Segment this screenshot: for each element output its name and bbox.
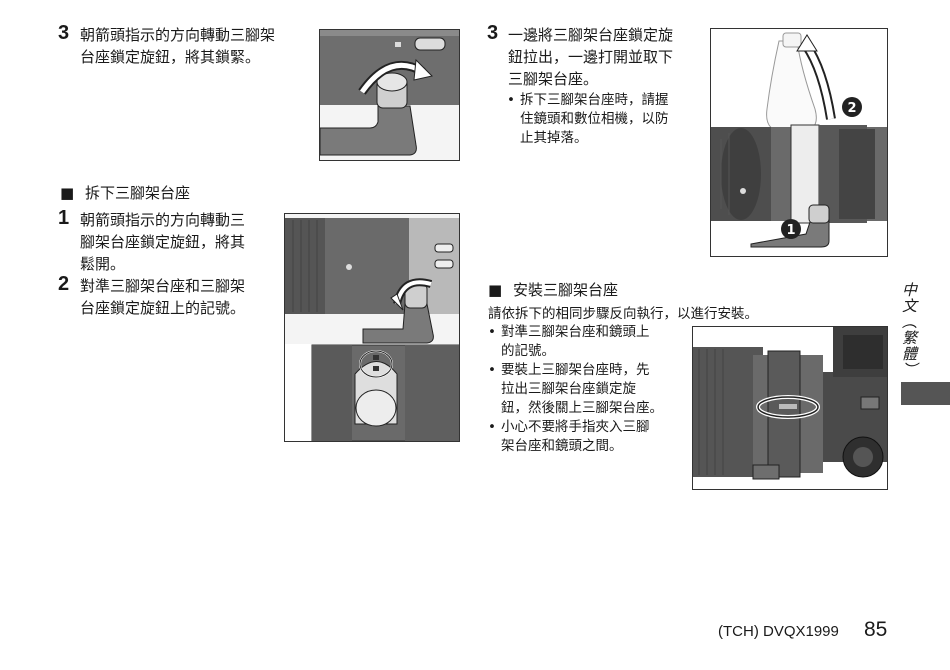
- remove-heading: ■ 拆下三腳架台座: [60, 183, 190, 203]
- svg-text:2: 2: [847, 101, 856, 116]
- step-1-line: 鬆開。: [80, 255, 126, 273]
- bullet-line: 對準三腳架台座和鏡頭上: [501, 324, 650, 340]
- step-3-text: 朝箭頭指示的方向轉動三腳架 台座鎖定旋鈕，將其鎖緊。: [80, 24, 310, 68]
- step-2-number: 2: [58, 273, 70, 295]
- figure-knob-loosen: [284, 213, 460, 442]
- install-intro: 請依拆下的相同步驟反向執行，以進行安裝。: [488, 306, 758, 322]
- step-3b-line: 三腳架台座。: [508, 70, 599, 88]
- bullet-line: 小心不要將手指夾入三腳: [501, 419, 650, 435]
- note-line: 拆下三腳架台座時，請握: [520, 92, 669, 108]
- figure-knob-tighten: [319, 29, 460, 161]
- install-heading: ■ 安裝三腳架台座: [488, 280, 618, 300]
- step-3b-note: • 拆下三腳架台座時，請握 住鏡頭和數位相機，以防 止其掉落。: [507, 91, 697, 148]
- step-2-line: 台座鎖定旋鈕上的記號。: [80, 299, 246, 317]
- install-heading-text: 安裝三腳架台座: [512, 281, 618, 299]
- step-3b-line: 鈕拉出，一邊打開並取下: [508, 48, 674, 66]
- footer-code: (TCH) DVQX1999: [718, 623, 839, 640]
- figure-remove-mount: 2 1: [710, 28, 888, 257]
- bullet-line: 要裝上三腳架台座時，先: [501, 362, 650, 378]
- bullet-line: 鈕，然後關上三腳架台座。: [501, 400, 663, 416]
- install-bullet: • 小心不要將手指夾入三腳 架台座和鏡頭之間。: [488, 418, 683, 456]
- note-line: 住鏡頭和數位相機，以防: [520, 111, 669, 127]
- step-2-text: 對準三腳架台座和三腳架 台座鎖定旋鈕上的記號。: [80, 275, 280, 319]
- svg-text:1: 1: [786, 223, 795, 238]
- step-1-line: 腳架台座鎖定旋鈕，將其: [80, 233, 246, 251]
- bullet-icon: •: [488, 419, 496, 435]
- install-bullet: • 要裝上三腳架台座時，先 拉出三腳架台座鎖定旋 鈕，然後關上三腳架台座。: [488, 361, 683, 418]
- bullet-icon: •: [507, 92, 515, 108]
- step-3-number: 3: [58, 22, 70, 44]
- square-icon: ■: [60, 184, 75, 202]
- step-3b-number: 3: [487, 22, 499, 44]
- side-tab-marker: [901, 382, 950, 405]
- square-icon: ■: [488, 281, 503, 299]
- install-bullet: • 對準三腳架台座和鏡頭上 的記號。: [488, 323, 683, 361]
- step-2-line: 對準三腳架台座和三腳架: [80, 277, 246, 295]
- step-3b-line: 一邊將三腳架台座鎖定旋: [508, 26, 674, 44]
- note-line: 止其掉落。: [520, 130, 588, 146]
- step-1-text: 朝箭頭指示的方向轉動三 腳架台座鎖定旋鈕，將其 鬆開。: [80, 209, 280, 275]
- page-number: 85: [864, 618, 888, 641]
- step-1-number: 1: [58, 207, 70, 229]
- step-3b-text: 一邊將三腳架台座鎖定旋 鈕拉出，一邊打開並取下 三腳架台座。: [508, 24, 698, 90]
- install-bullets: • 對準三腳架台座和鏡頭上 的記號。 • 要裝上三腳架台座時，先 拉出三腳架台座…: [488, 323, 683, 456]
- bullet-line: 拉出三腳架台座鎖定旋: [501, 381, 636, 397]
- step-3-line: 朝箭頭指示的方向轉動三腳架: [80, 26, 276, 44]
- remove-heading-text: 拆下三腳架台座: [84, 184, 190, 202]
- language-label: 中文（繁體）: [900, 282, 918, 378]
- bullet-icon: •: [488, 324, 496, 340]
- bullet-line: 架台座和鏡頭之間。: [501, 438, 623, 454]
- step-3-line: 台座鎖定旋鈕，將其鎖緊。: [80, 48, 261, 66]
- step-1-line: 朝箭頭指示的方向轉動三: [80, 211, 246, 229]
- bullet-icon: •: [488, 362, 496, 378]
- figure-install-mount: [692, 326, 888, 490]
- bullet-line: 的記號。: [501, 343, 555, 359]
